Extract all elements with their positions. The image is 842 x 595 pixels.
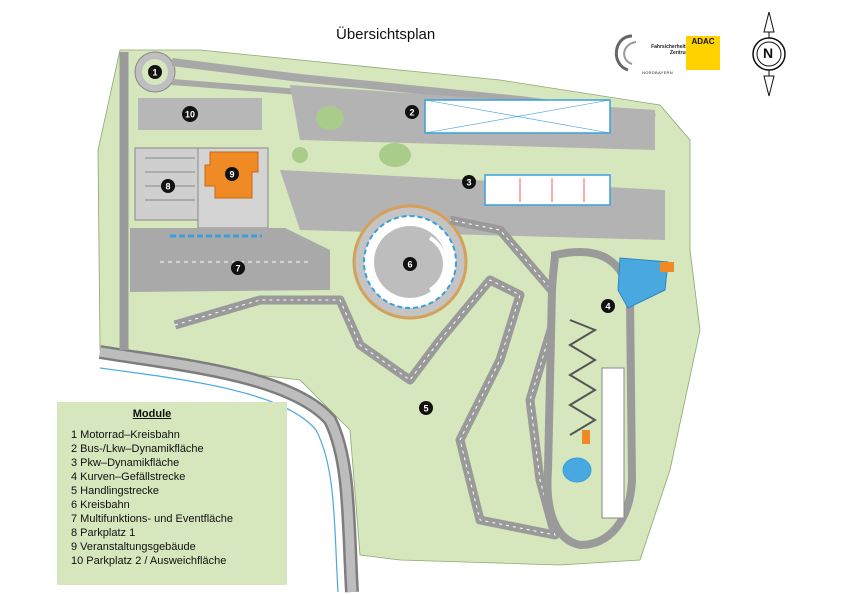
legend-item: 6 Kreisbahn bbox=[71, 499, 130, 511]
marker-9: 9 bbox=[225, 167, 239, 181]
legend-item: 5 Handlingstrecke bbox=[71, 485, 160, 497]
handling-track bbox=[173, 215, 565, 540]
logo-subtitle: NORDBAYERN bbox=[642, 70, 673, 75]
logo-swirl-icon bbox=[614, 34, 637, 72]
legend-item: 4 Kurven–Gefällstrecke bbox=[71, 471, 186, 483]
legend-item: 8 Parkplatz 1 bbox=[71, 527, 136, 539]
marker-1: 1 bbox=[148, 65, 162, 79]
legend-heading: Module bbox=[132, 408, 172, 420]
svg-text:8: 8 bbox=[165, 182, 170, 192]
logo-name: Fahrsicherheits-Zentrum bbox=[651, 44, 690, 56]
water-pond bbox=[617, 257, 669, 309]
multifunction-area bbox=[130, 228, 330, 292]
legend-panel: Module 1 Motorrad–Kreisbahn 2 Bus-/Lkw–D… bbox=[57, 402, 287, 585]
svg-text:2: 2 bbox=[409, 108, 414, 118]
compass: N bbox=[746, 10, 792, 98]
legend-item: 9 Veranstaltungsgebäude bbox=[71, 541, 196, 553]
parking-2 bbox=[138, 98, 262, 130]
marker-10: 10 bbox=[182, 106, 198, 122]
svg-text:3: 3 bbox=[466, 178, 471, 188]
marker-7: 7 bbox=[231, 261, 245, 275]
marker-2: 2 bbox=[405, 105, 419, 119]
svg-text:4: 4 bbox=[605, 302, 610, 312]
adac-badge: ADAC bbox=[686, 36, 720, 70]
legend-item: 7 Multifunktions- und Eventfläche bbox=[71, 513, 234, 525]
svg-text:6: 6 bbox=[407, 260, 412, 270]
marker-4: 4 bbox=[601, 299, 615, 313]
svg-text:9: 9 bbox=[229, 170, 234, 180]
svg-text:5: 5 bbox=[423, 404, 428, 414]
compass-label: N bbox=[763, 45, 774, 61]
north-arrow-icon bbox=[752, 11, 786, 97]
legend-item: 3 Pkw–Dynamikfläche bbox=[71, 457, 180, 469]
fahrsicherheit-logo: Fahrsicherheits-Zentrum NORDBAYERN bbox=[606, 30, 722, 80]
page-title: Übersichtsplan bbox=[336, 26, 436, 43]
parking-1 bbox=[134, 147, 206, 221]
svg-text:10: 10 bbox=[185, 110, 195, 120]
legend-item: 10 Parkplatz 2 / Ausweichfläche bbox=[71, 555, 227, 567]
svg-text:7: 7 bbox=[235, 264, 240, 274]
legend-list: 1 Motorrad–Kreisbahn 2 Bus-/Lkw–Dynamikf… bbox=[71, 428, 233, 568]
marker-5: 5 bbox=[419, 401, 433, 415]
legend-item: 1 Motorrad–Kreisbahn bbox=[71, 429, 180, 441]
marker-6: 6 bbox=[403, 257, 417, 271]
marker-3: 3 bbox=[462, 175, 476, 189]
legend-item: 2 Bus-/Lkw–Dynamikfläche bbox=[71, 443, 204, 455]
svg-text:1: 1 bbox=[152, 68, 157, 78]
marker-8: 8 bbox=[161, 179, 175, 193]
